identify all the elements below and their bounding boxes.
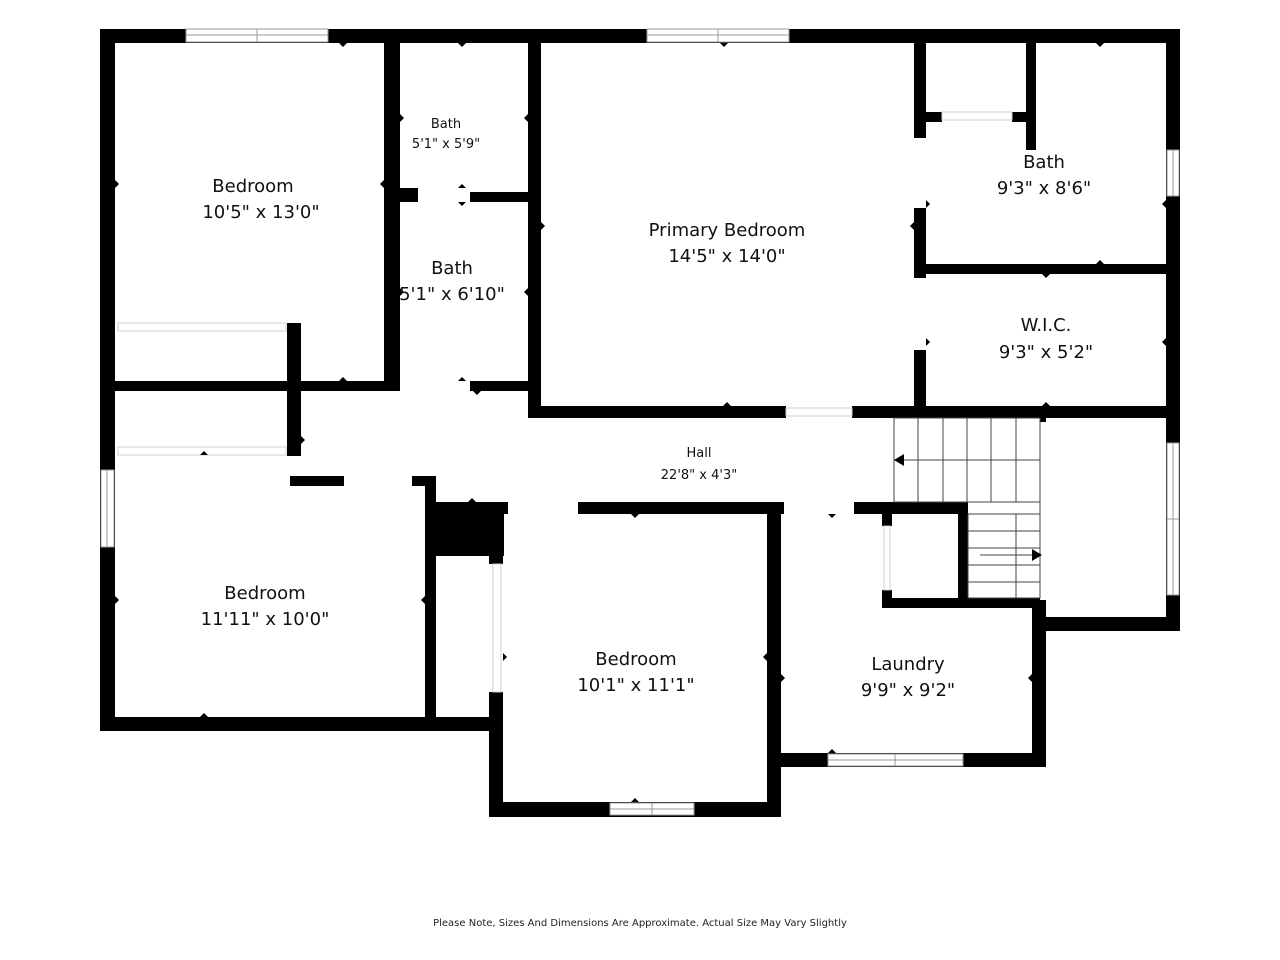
room-dimensions: 9'3" x 5'2" xyxy=(999,342,1093,363)
room-bath-small: Bath 5'1" x 5'9" xyxy=(412,117,480,152)
dimension-ticks xyxy=(115,43,1166,802)
interior-walls xyxy=(115,43,1180,817)
room-name: Bedroom xyxy=(224,583,305,604)
room-dimensions: 5'1" x 5'9" xyxy=(412,137,480,152)
room-bedroom-s: Bedroom 10'1" x 11'1" xyxy=(577,649,694,696)
door-openings xyxy=(117,111,1013,693)
windows xyxy=(100,28,1180,816)
room-dimensions: 5'1" x 6'10" xyxy=(399,284,505,305)
room-wic: W.I.C. 9'3" x 5'2" xyxy=(999,315,1093,363)
room-hall: Hall 22'8" x 4'3" xyxy=(661,446,737,483)
stair-arrow-down-icon xyxy=(1032,549,1042,561)
room-bath-ne: Bath 9'3" x 8'6" xyxy=(997,152,1091,199)
room-bedroom-nw: Bedroom 10'5" x 13'0" xyxy=(202,176,319,223)
room-dimensions: 9'3" x 8'6" xyxy=(997,178,1091,199)
room-primary-bedroom: Primary Bedroom 14'5" x 14'0" xyxy=(649,220,806,267)
room-name: Bath xyxy=(1023,152,1065,173)
stair-arrow-up-icon xyxy=(894,454,904,466)
room-name: Hall xyxy=(687,446,712,461)
room-laundry: Laundry 9'9" x 9'2" xyxy=(861,654,955,701)
room-name: Primary Bedroom xyxy=(649,220,806,241)
exterior-walls xyxy=(100,29,1180,817)
room-dimensions: 9'9" x 9'2" xyxy=(861,680,955,701)
room-name: Bedroom xyxy=(595,649,676,670)
room-bedroom-sw: Bedroom 11'11" x 10'0" xyxy=(201,583,330,630)
room-dimensions: 14'5" x 14'0" xyxy=(668,246,785,267)
disclaimer-note: Please Note, Sizes And Dimensions Are Ap… xyxy=(433,918,847,929)
room-name: W.I.C. xyxy=(1021,315,1072,336)
room-bath-mid: Bath 5'1" x 6'10" xyxy=(399,258,505,305)
room-name: Bath xyxy=(431,117,461,132)
room-dimensions: 22'8" x 4'3" xyxy=(661,468,737,483)
room-name: Bath xyxy=(431,258,473,279)
room-name: Laundry xyxy=(871,654,945,675)
room-name: Bedroom xyxy=(212,176,293,197)
room-dimensions: 10'1" x 11'1" xyxy=(577,675,694,696)
room-dimensions: 11'11" x 10'0" xyxy=(201,609,330,630)
staircase xyxy=(893,417,1042,599)
room-dimensions: 10'5" x 13'0" xyxy=(202,202,319,223)
